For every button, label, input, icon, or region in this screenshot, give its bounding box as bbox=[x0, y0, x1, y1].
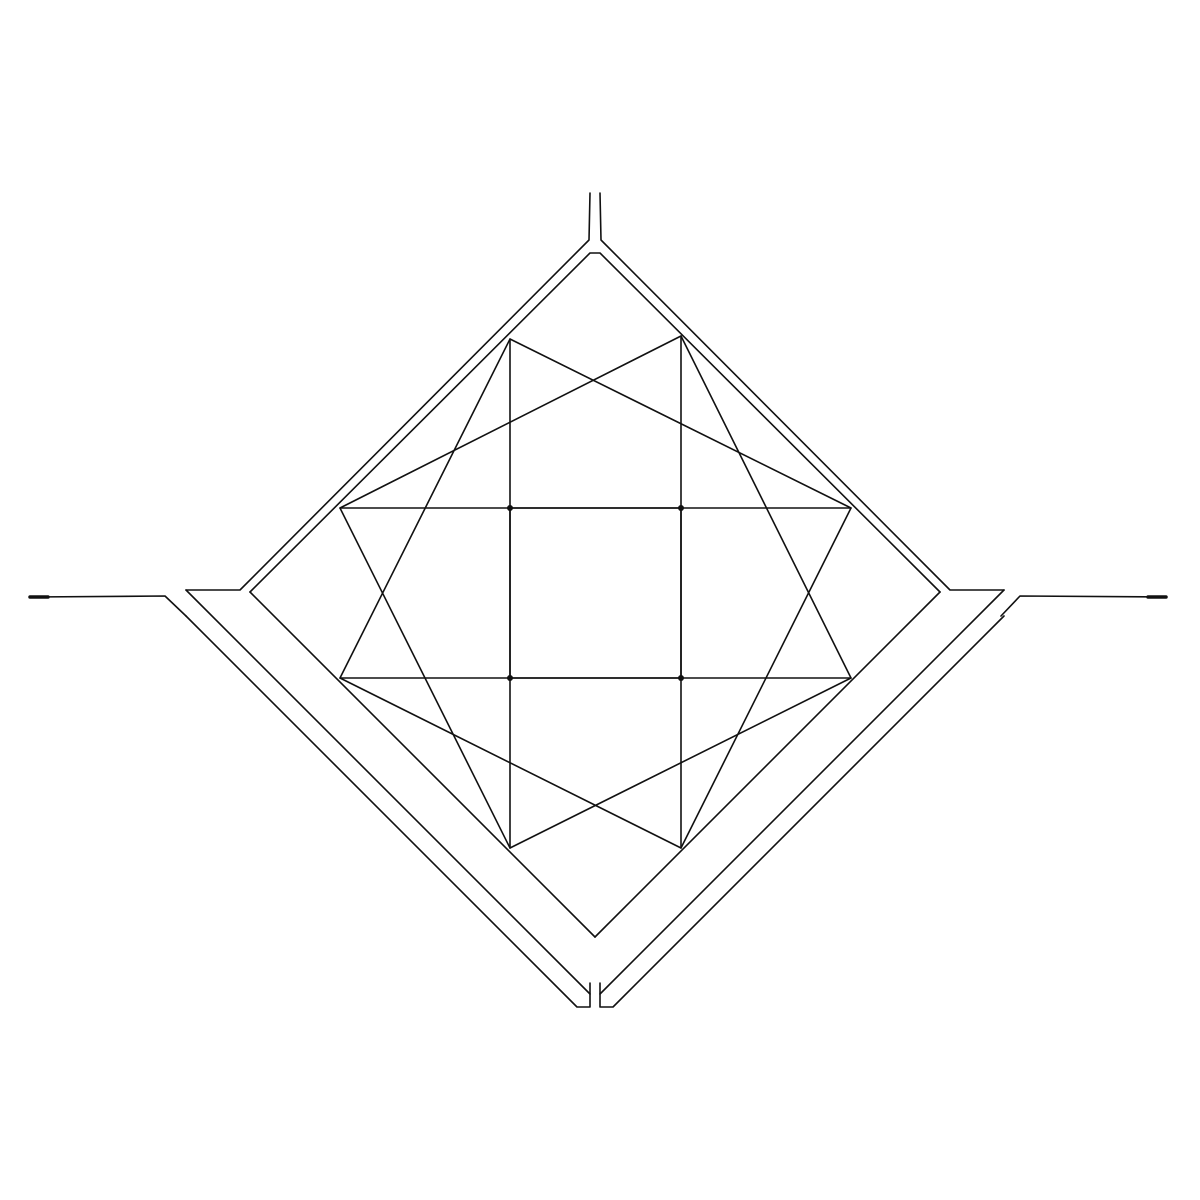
outer-border-bottom-left-inner bbox=[185, 589, 591, 995]
star-diagonal-square bbox=[339, 338, 852, 849]
star-diagonal-square-2 bbox=[339, 335, 852, 849]
inner-border-bottom-right bbox=[594, 591, 941, 938]
outer-border-bottom-left-outer bbox=[185, 615, 591, 1008]
outer-border-top-right bbox=[599, 192, 1005, 591]
inner-border-top-left bbox=[249, 252, 941, 593]
stitch-dot-top-right bbox=[678, 505, 684, 511]
center-square bbox=[509, 507, 682, 679]
outer-border-bottom-right-outer bbox=[599, 615, 1005, 1008]
right-thread-tail bbox=[1000, 595, 1167, 617]
stitch-dot-bottom-left bbox=[507, 675, 513, 681]
left-thread-tail bbox=[29, 595, 187, 617]
stitch-dot-top-left bbox=[507, 505, 513, 511]
stitch-dot-bottom-right bbox=[678, 675, 684, 681]
inner-border-bottom-left bbox=[249, 591, 596, 938]
outer-border-bottom-right-inner bbox=[599, 589, 1005, 995]
outer-border-top-left bbox=[185, 192, 591, 591]
